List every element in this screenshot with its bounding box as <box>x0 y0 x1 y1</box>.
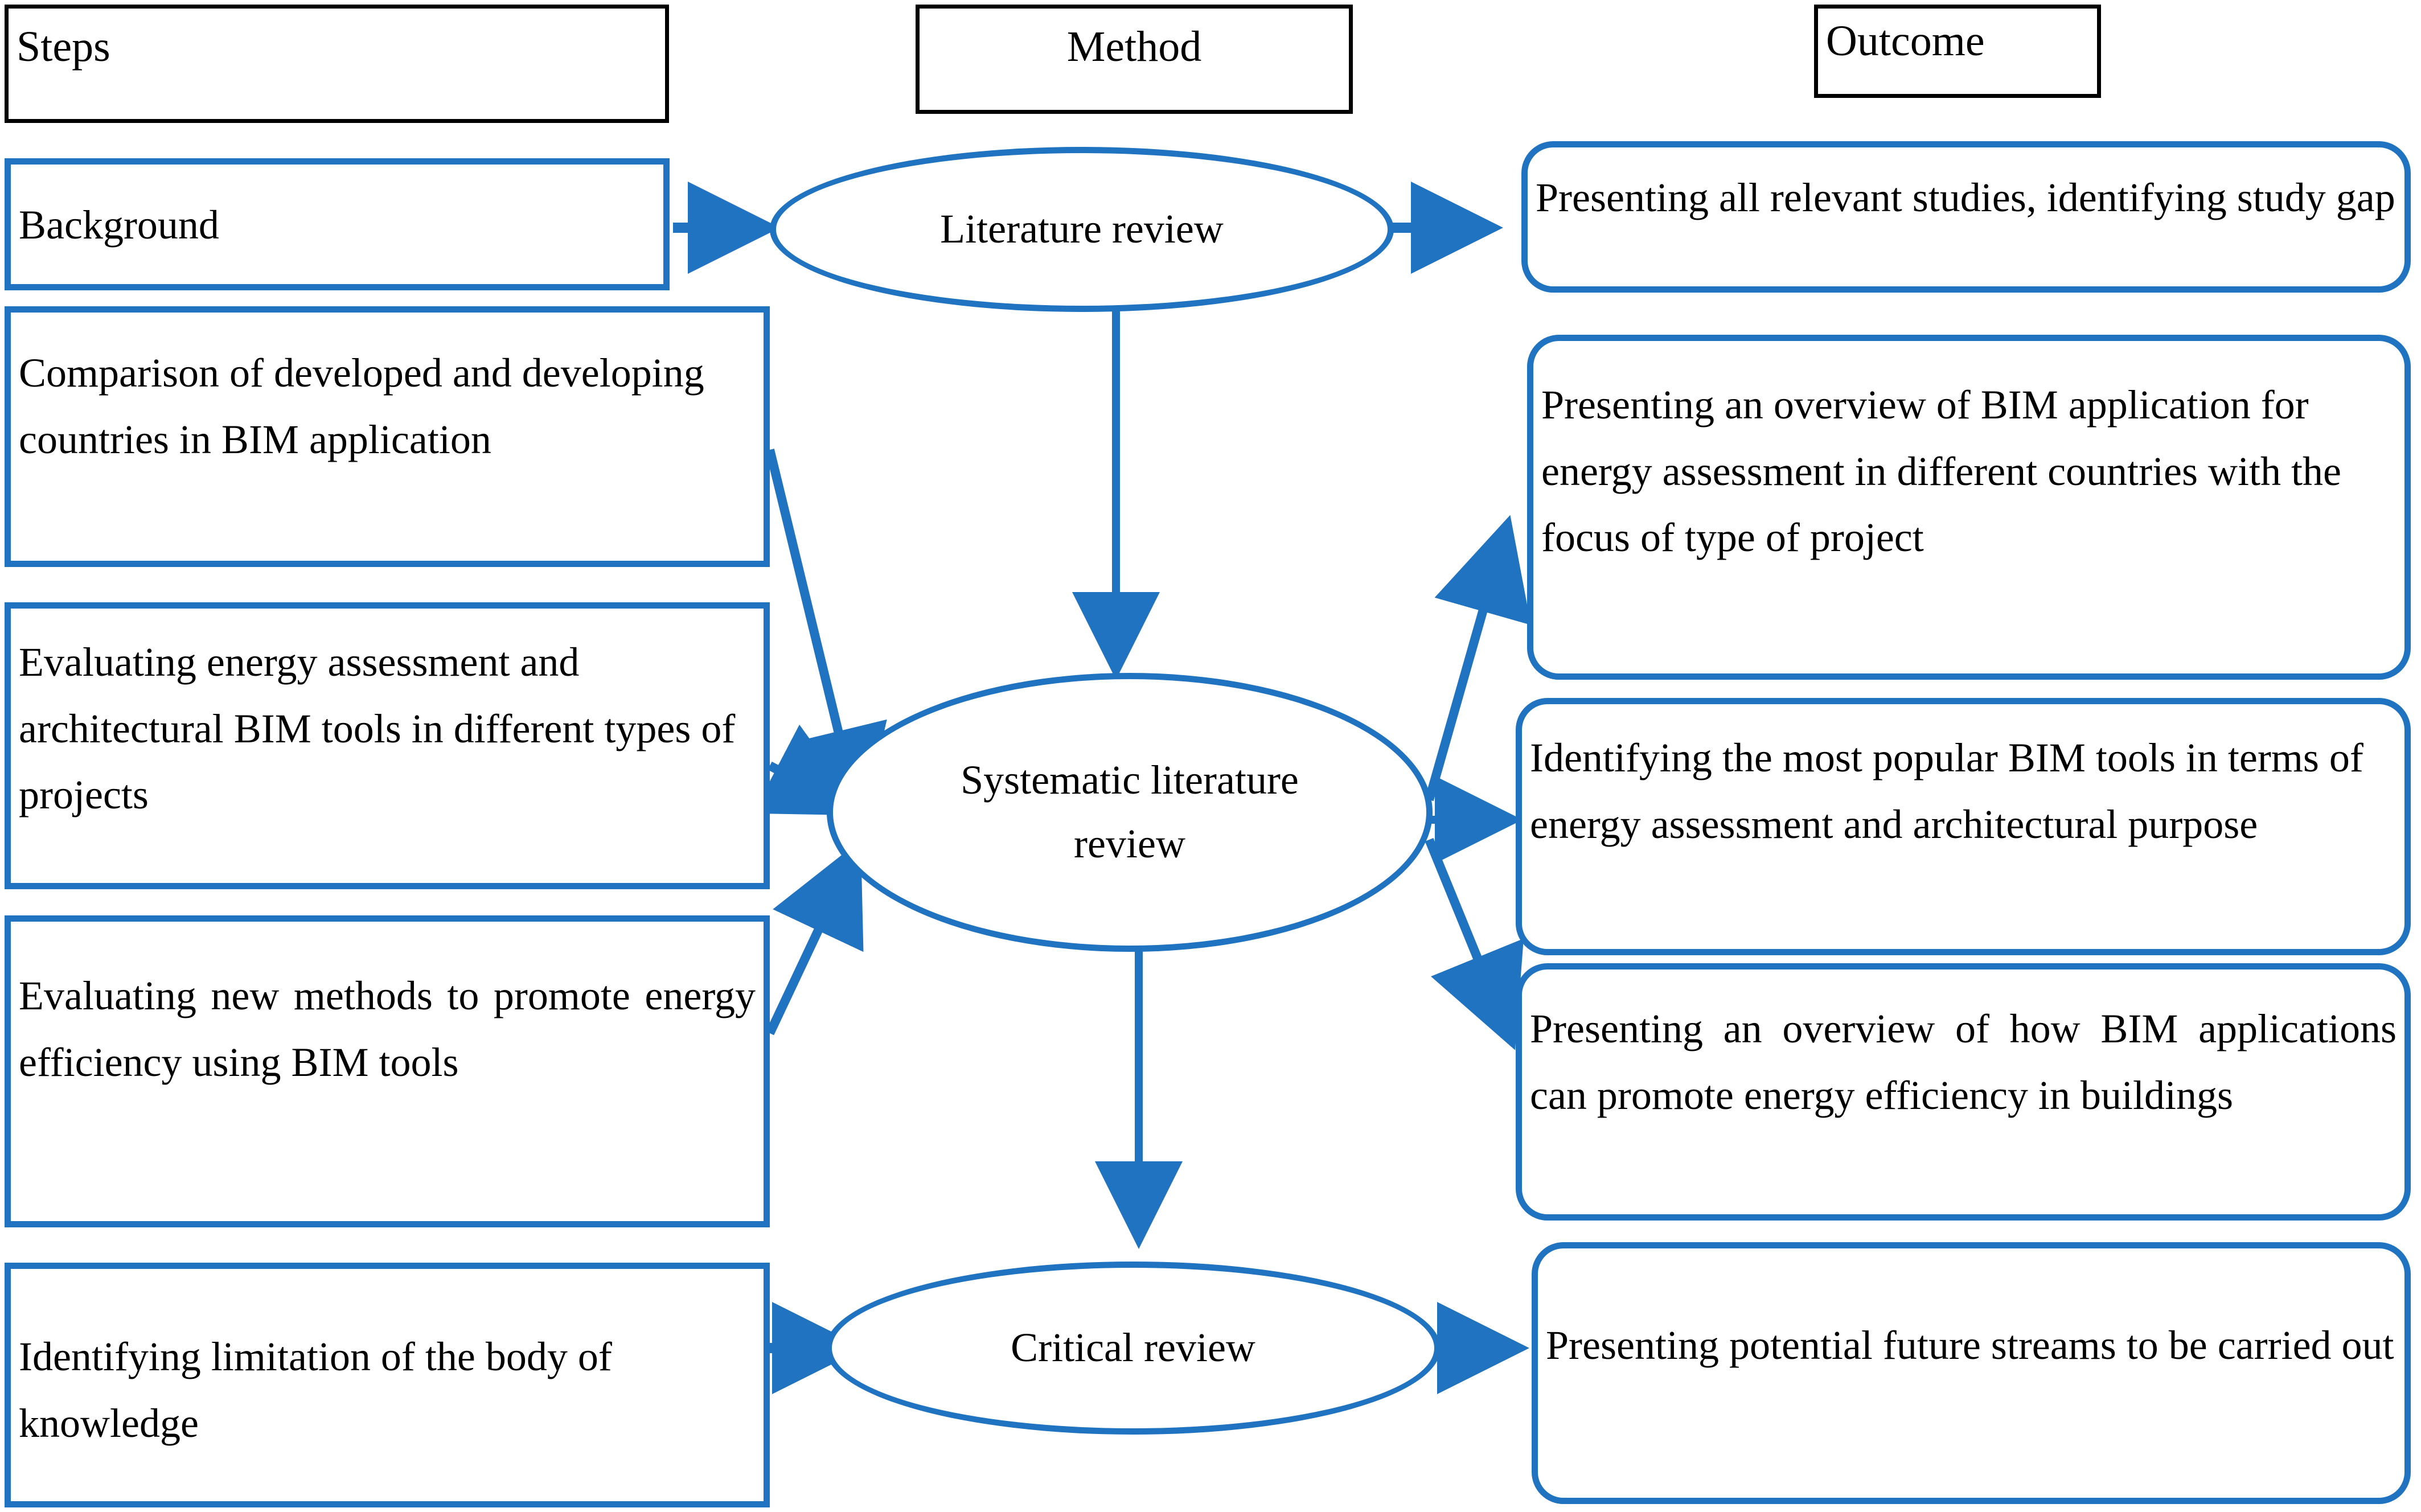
edge-evaluating-methods-to-systematic-literature-review <box>765 840 864 1036</box>
header-steps-label: Steps <box>17 23 110 71</box>
outcome-study-gap-label: Presenting all relevant studies, identif… <box>1536 175 2395 220</box>
method-literature-review[interactable]: Literature review <box>770 147 1394 312</box>
header-steps: Steps <box>5 5 669 123</box>
step-evaluating-tools-label: Evaluating energy assessment and archite… <box>19 639 746 818</box>
header-outcome-label: Outcome <box>1826 17 1985 65</box>
outcome-bim-overview-label: Presenting an overview of BIM applicatio… <box>1541 382 2352 561</box>
outcome-bim-overview[interactable]: Presenting an overview of BIM applicatio… <box>1527 335 2411 680</box>
header-method: Method <box>916 5 1353 114</box>
outcome-future-streams-label: Presenting potential future streams to b… <box>1546 1322 2394 1368</box>
method-systematic-literature-review[interactable]: Systematic literature review <box>827 673 1433 952</box>
edge-systematic-literature-review-to-bim-overview <box>1425 515 1531 802</box>
method-literature-review-label: Literature review <box>940 206 1224 252</box>
step-limitation-label: Identifying limitation of the body of kn… <box>19 1334 622 1446</box>
step-evaluating-methods-label: Evaluating new methods to promote energy… <box>19 973 766 1085</box>
outcome-energy-promotion-label: Presenting an overview of how BIM applic… <box>1530 1006 2407 1118</box>
header-method-label: Method <box>1066 23 1202 71</box>
method-systematic-literature-review-label: Systematic literature review <box>961 757 1299 866</box>
outcome-popular-tools[interactable]: Identifying the most popular BIM tools i… <box>1516 698 2411 955</box>
outcome-future-streams[interactable]: Presenting potential future streams to b… <box>1532 1242 2411 1504</box>
step-evaluating-methods[interactable]: Evaluating new methods to promote energy… <box>5 915 770 1227</box>
edge-systematic-literature-review-to-energy-promotion <box>1425 837 1524 1050</box>
outcome-study-gap[interactable]: Presenting all relevant studies, identif… <box>1521 141 2411 293</box>
method-critical-review[interactable]: Critical review <box>826 1262 1441 1435</box>
method-critical-review-label: Critical review <box>1011 1325 1255 1371</box>
step-background[interactable]: Background <box>5 158 670 290</box>
step-evaluating-tools[interactable]: Evaluating energy assessment and archite… <box>5 602 770 889</box>
step-limitation[interactable]: Identifying limitation of the body of kn… <box>5 1263 770 1507</box>
header-outcome: Outcome <box>1814 5 2101 98</box>
outcome-energy-promotion[interactable]: Presenting an overview of how BIM applic… <box>1516 963 2411 1221</box>
step-comparison-label: Comparison of developed and developing c… <box>19 350 715 462</box>
step-comparison[interactable]: Comparison of developed and developing c… <box>5 306 770 567</box>
outcome-popular-tools-label: Identifying the most popular BIM tools i… <box>1530 735 2374 847</box>
step-background-label: Background <box>19 202 219 248</box>
